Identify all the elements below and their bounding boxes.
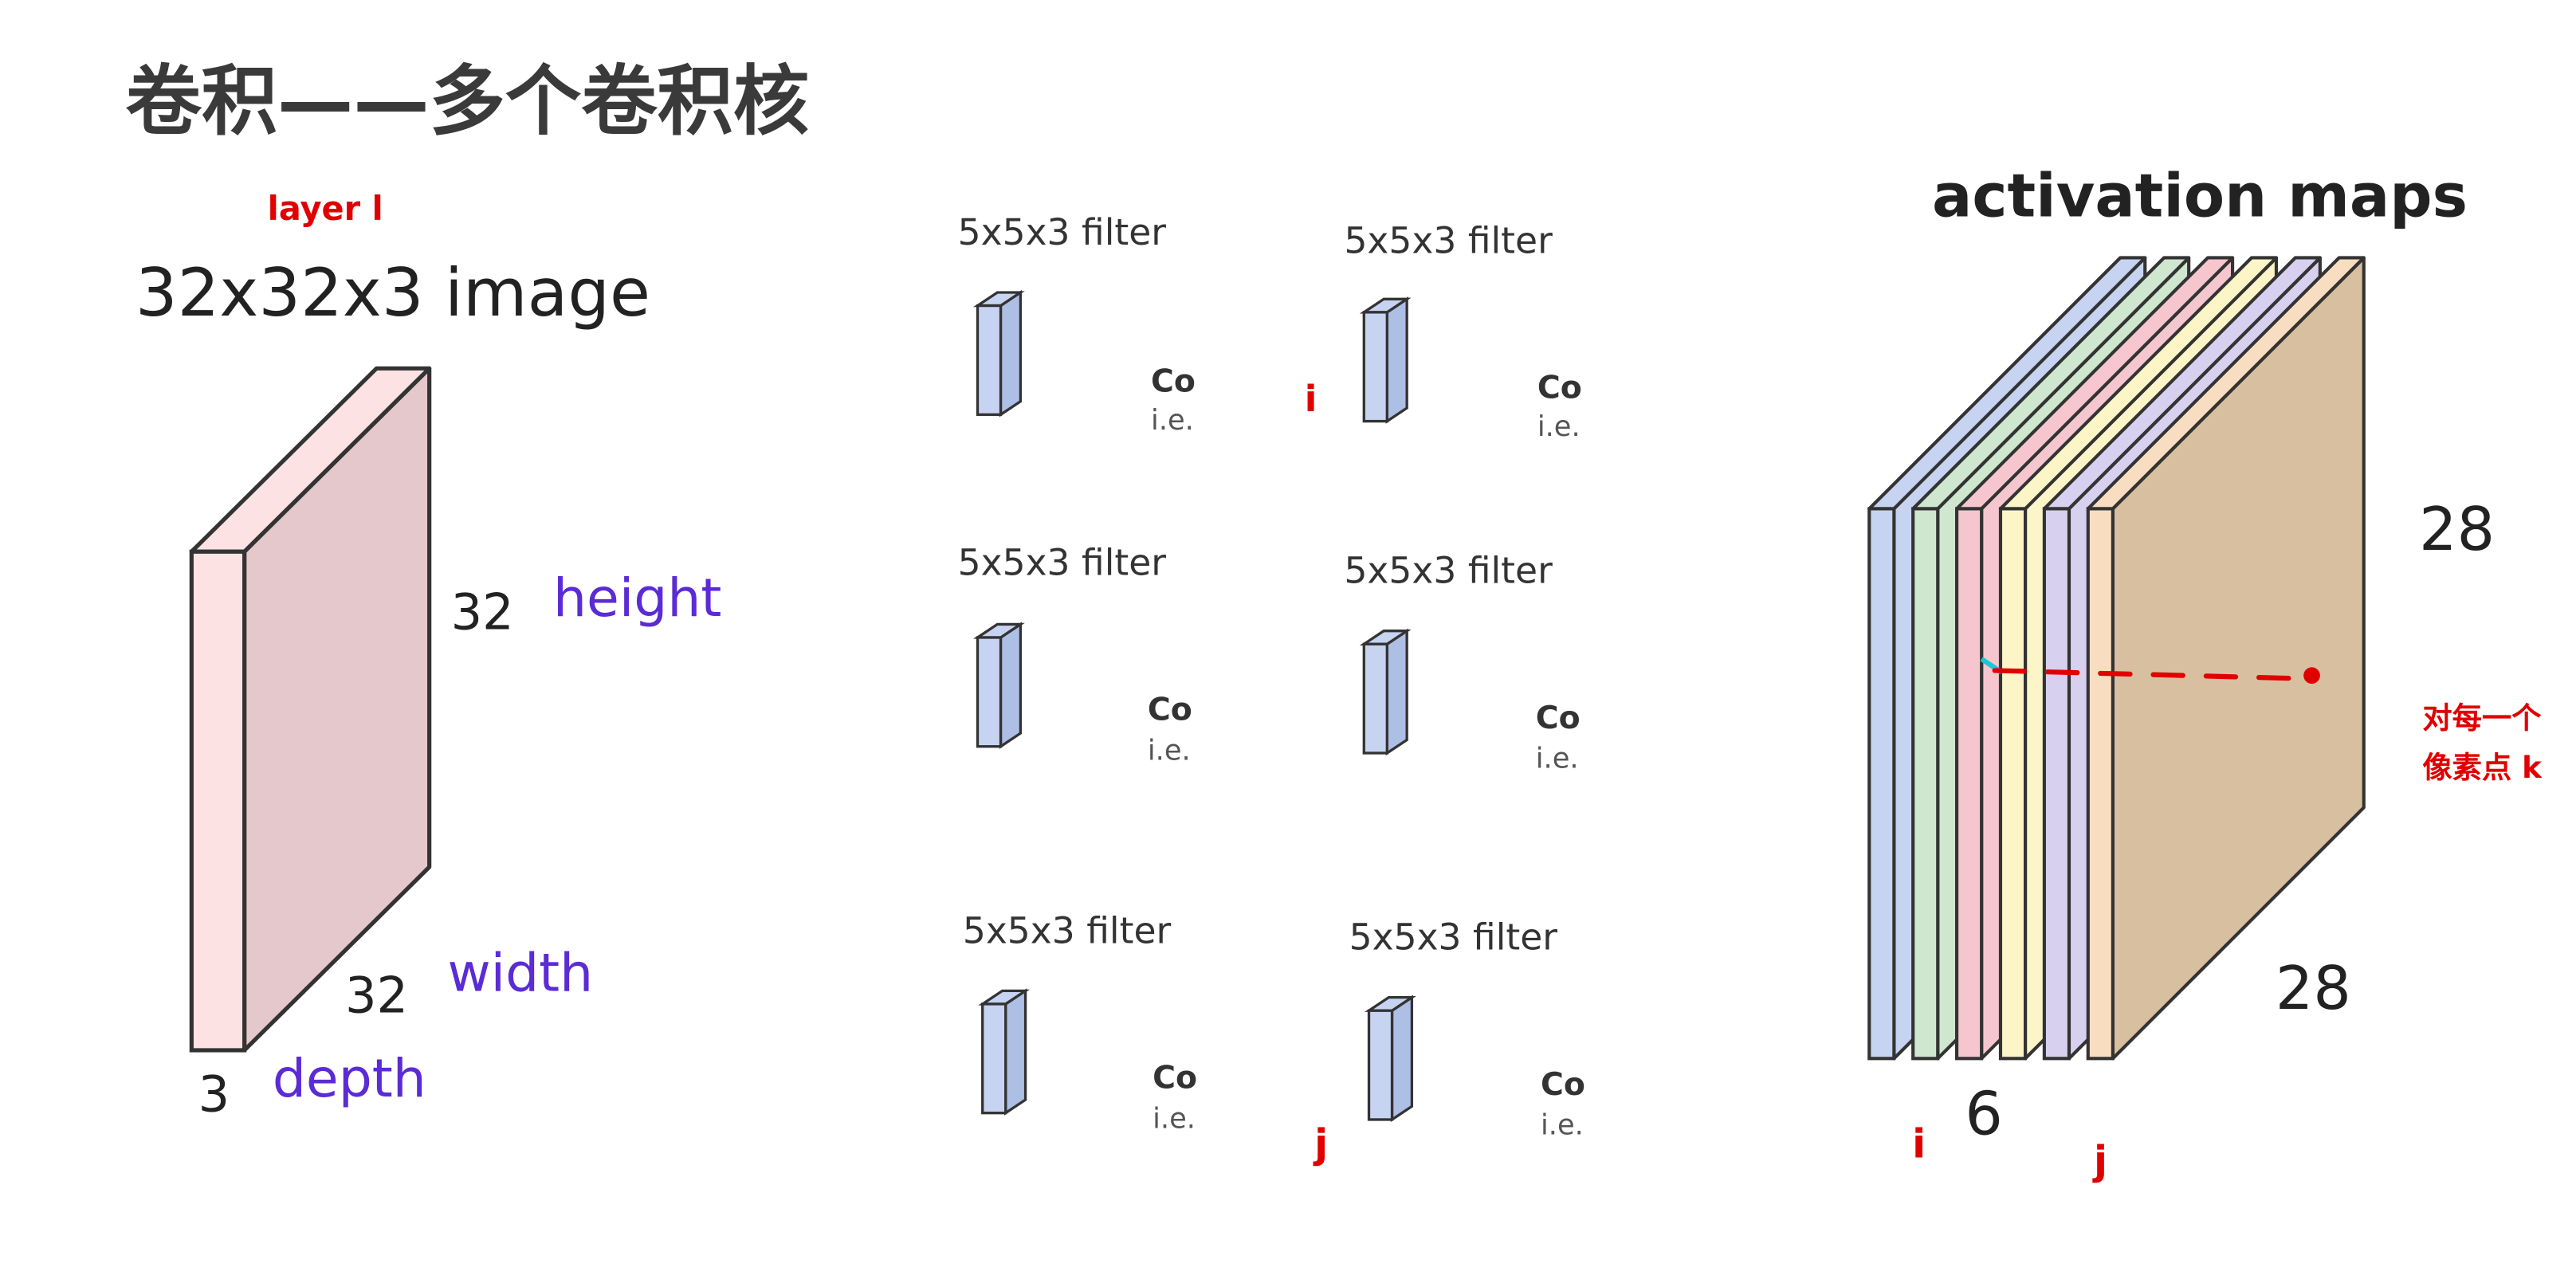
- width-label: width: [447, 941, 593, 1003]
- filter-ie-label: i.e.: [1153, 1102, 1196, 1135]
- filter-co-label: Co: [1536, 700, 1581, 736]
- pixel-annotation-line1: 对每一个: [2422, 700, 2542, 736]
- filter-label: 5x5x3 filter: [963, 909, 1172, 951]
- filter-item: 5x5x3 filter Co i.e.: [958, 541, 1192, 767]
- filter-co-label: Co: [1537, 370, 1582, 406]
- activation-width-value: 28: [2276, 954, 2351, 1023]
- filter-cube: [973, 289, 1025, 418]
- depth-label: depth: [273, 1047, 426, 1109]
- filter-cube: [978, 988, 1031, 1116]
- pixel-annotation-line2: 像素点 k: [2422, 750, 2543, 785]
- layer-label: layer l: [268, 190, 383, 228]
- filter-label: 5x5x3 filter: [958, 541, 1167, 583]
- filter-item: 5x5x3 filter Co i.e.: [1349, 916, 1585, 1142]
- activation-slice-front-face: [1998, 507, 2028, 1061]
- filter-co-label: Co: [1148, 692, 1192, 728]
- activation-slices: [1867, 256, 2366, 1061]
- filter-co-label: Co: [1151, 363, 1196, 399]
- filter-ie-label: i.e.: [1541, 1109, 1584, 1142]
- page-title: 卷积——多个卷积核: [125, 58, 809, 146]
- filter-cube: [1359, 628, 1412, 756]
- width-value: 32: [345, 966, 408, 1024]
- filter-cube: [1365, 994, 1416, 1123]
- filter-label: 5x5x3 filter: [1349, 916, 1558, 959]
- input-volume-front-face: [189, 549, 247, 1053]
- activation-slice-front-face: [2086, 507, 2115, 1061]
- activation-maps-title: activation maps: [1932, 162, 2468, 231]
- filter-item: 5x5x3 filter Co i.e.: [963, 909, 1197, 1135]
- filter-ie-label: i.e.: [1148, 734, 1191, 767]
- filters-grid: 5x5x3 filter Co i.e. 5x5x3 filter Co: [958, 211, 1585, 1167]
- activation-marker-i: i: [1912, 1121, 1926, 1167]
- filter-marker-i: i: [1305, 378, 1317, 420]
- filter-ie-label: i.e.: [1151, 404, 1194, 437]
- activation-depth-value: 6: [1965, 1080, 2002, 1149]
- filter-item: 5x5x3 filter Co i.e.: [1344, 219, 1581, 443]
- filter-label: 5x5x3 filter: [1344, 219, 1553, 261]
- filter-marker-j: j: [1313, 1121, 1328, 1167]
- depth-value: 3: [198, 1065, 230, 1124]
- input-volume: 32x32x3 image 32 height 32 width 3 depth: [135, 254, 721, 1124]
- activation-slice-front-face: [1867, 507, 1896, 1061]
- filter-item: 5x5x3 filter Co i.e.: [958, 211, 1196, 437]
- filter-co-label: Co: [1541, 1066, 1585, 1103]
- filter-ie-label: i.e.: [1536, 743, 1579, 775]
- activation-maps: activation maps 28 28 6 i j 对每一个 像素点 k: [1867, 162, 2543, 1183]
- activation-height-value: 28: [2419, 495, 2495, 564]
- height-label: height: [553, 567, 721, 629]
- height-value: 32: [451, 583, 514, 641]
- activation-marker-j: j: [2092, 1137, 2107, 1183]
- filter-ie-label: i.e.: [1537, 410, 1581, 443]
- pixel-pointer-dashed-line: [1992, 668, 2311, 681]
- filter-co-label: Co: [1153, 1060, 1197, 1096]
- activation-slice-front-face: [2042, 507, 2071, 1061]
- filter-label: 5x5x3 filter: [958, 211, 1167, 253]
- input-volume-caption: 32x32x3 image: [135, 254, 650, 332]
- activation-slice-front-face: [1911, 507, 1940, 1061]
- pixel-pointer-dot: [2303, 667, 2320, 685]
- activation-slice-front-face: [1955, 507, 1984, 1061]
- filter-cube: [1359, 296, 1412, 424]
- filter-item: 5x5x3 filter Co i.e.: [1344, 550, 1580, 775]
- filter-cube: [973, 622, 1025, 749]
- filter-label: 5x5x3 filter: [1344, 550, 1553, 592]
